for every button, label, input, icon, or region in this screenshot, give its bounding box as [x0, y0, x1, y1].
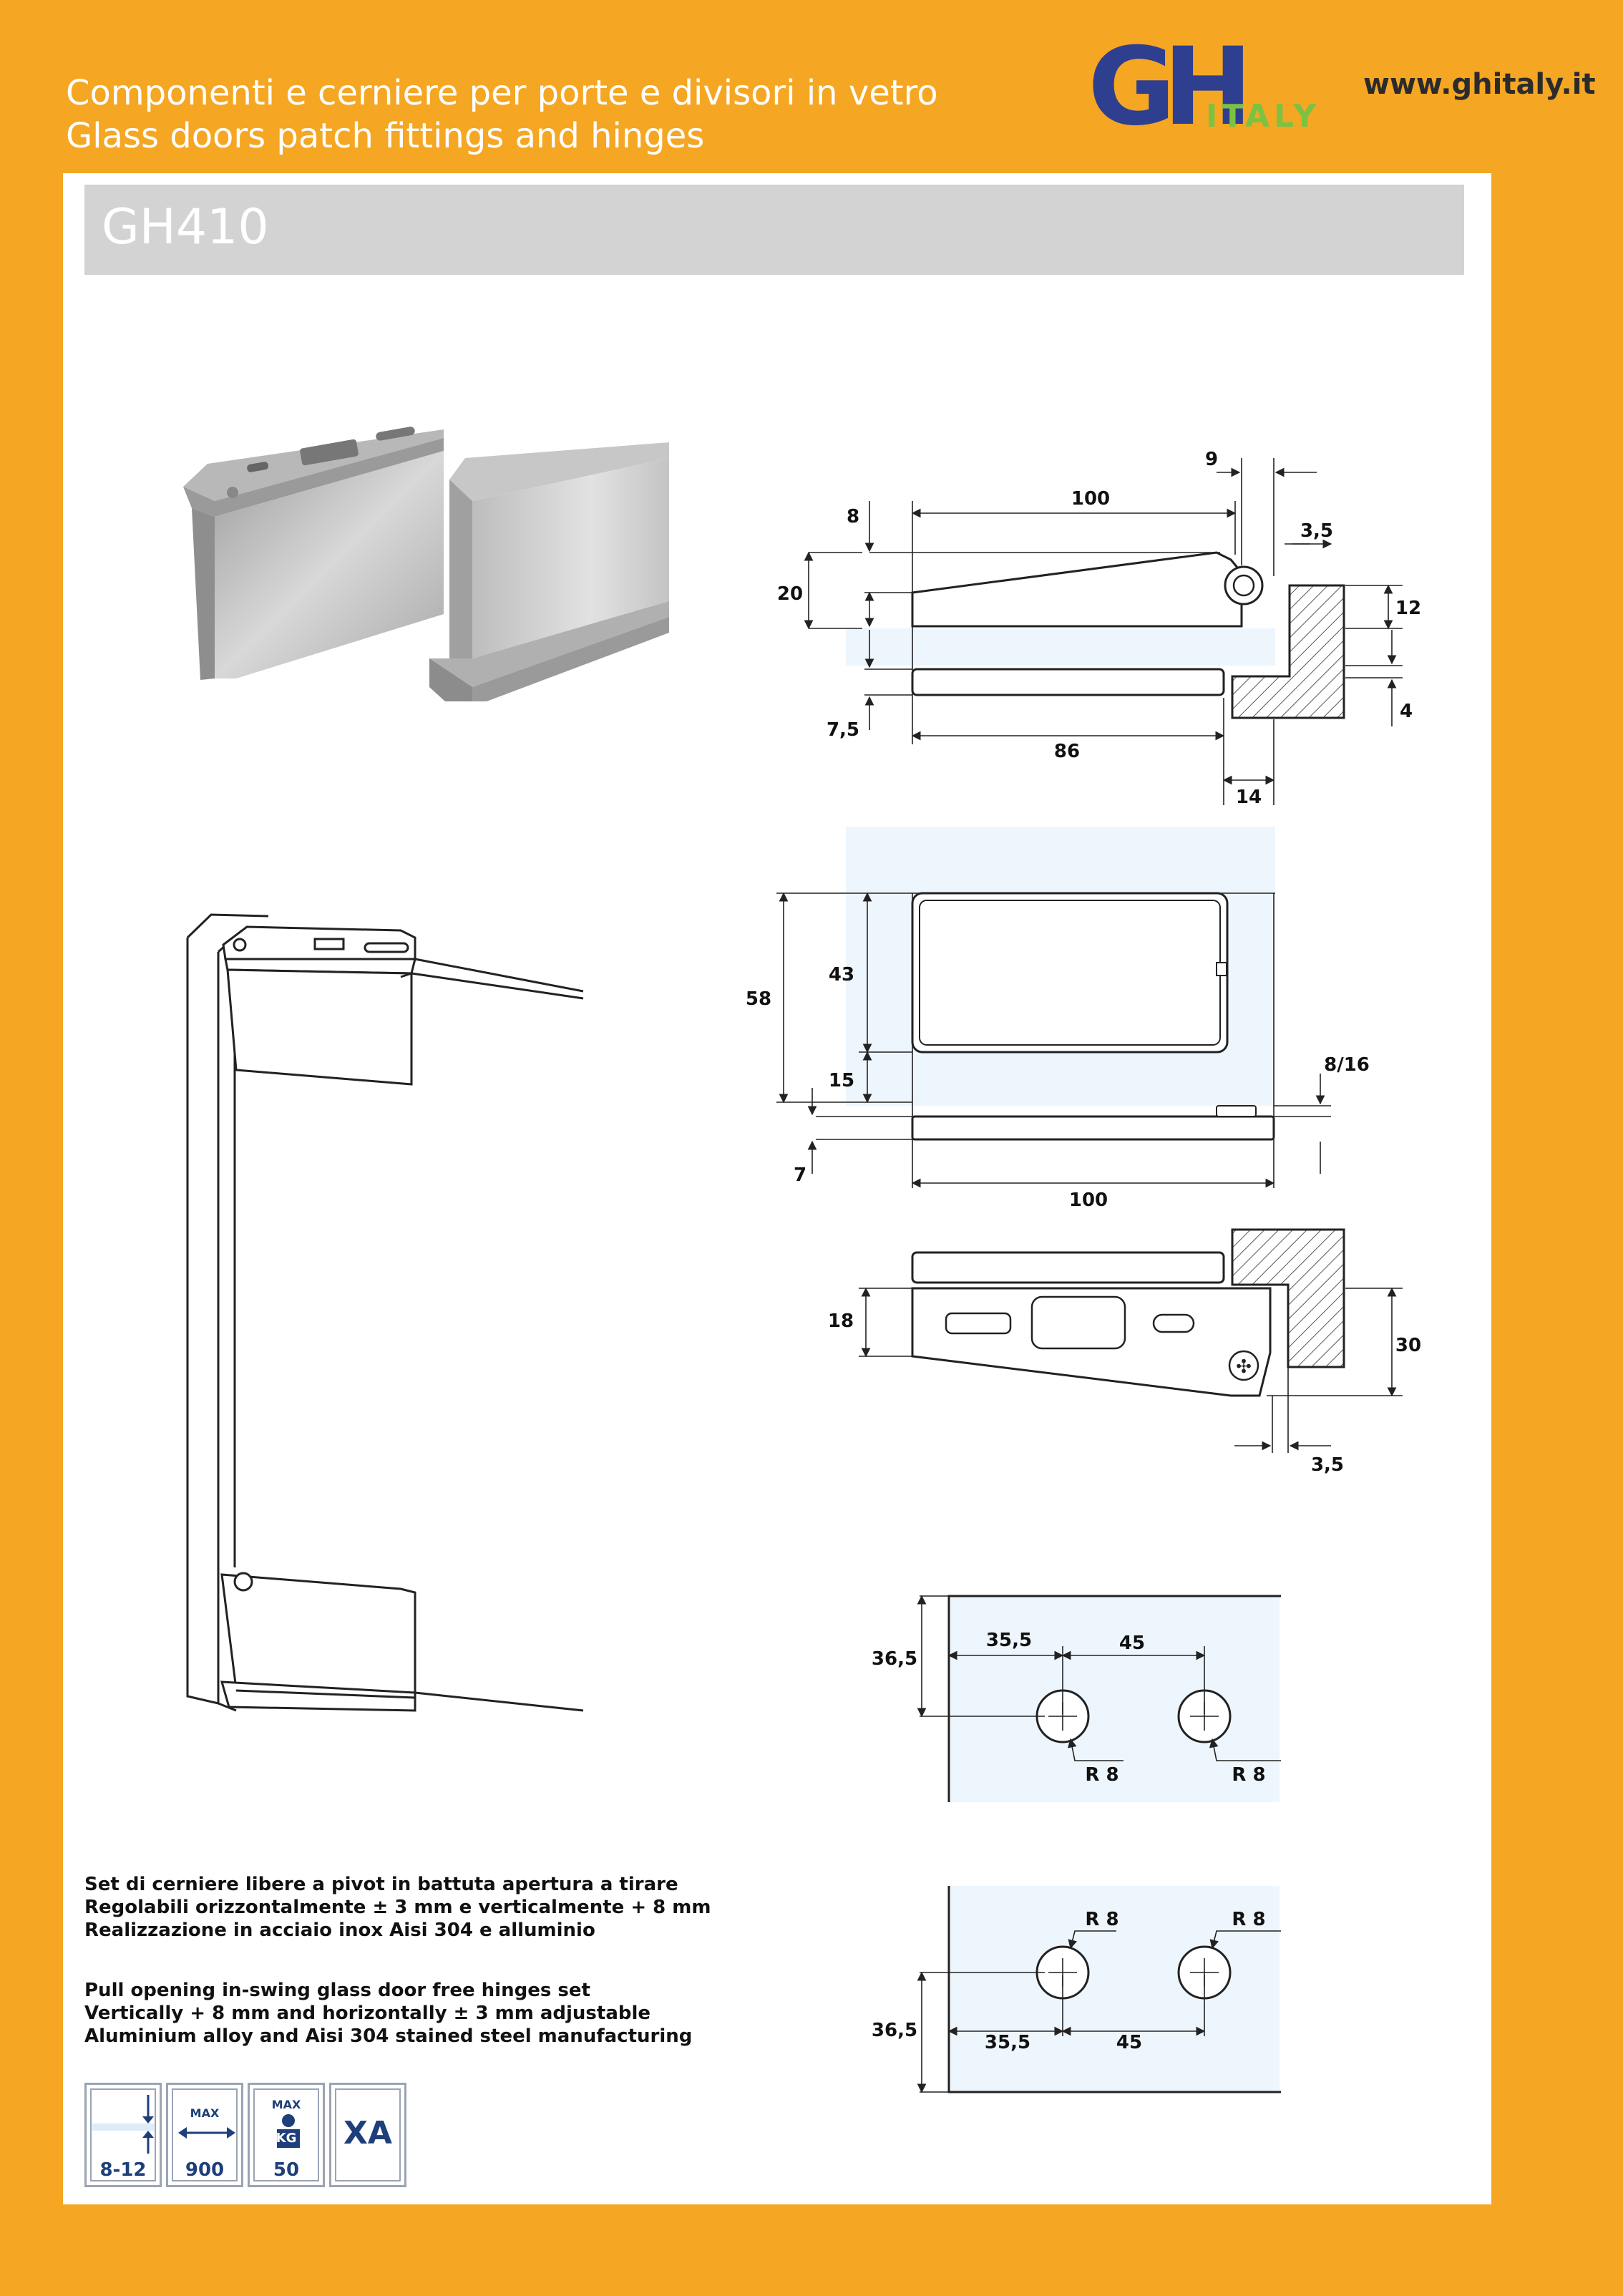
dim-d1-86: 86	[1054, 741, 1080, 762]
dim-d1-8: 8	[847, 506, 859, 527]
spec-finish: XA	[329, 2083, 406, 2187]
dim-h2-45: 45	[1116, 2032, 1142, 2053]
spec-glass-thickness: 8-12	[84, 2083, 162, 2187]
dim-d1-4: 4	[1400, 701, 1413, 722]
description-line: Regolabili orizzontalmente ± 3 mm e vert…	[84, 1897, 711, 1918]
max-width-icon	[178, 2127, 235, 2139]
dim-d1-7-5: 7,5	[827, 719, 859, 741]
spec-max-weight: MAX KG 50	[248, 2083, 325, 2187]
spec-max-weight-max: MAX	[271, 2098, 301, 2111]
dim-d3-18: 18	[828, 1310, 854, 1332]
spec-max-weight-value: 50	[273, 2159, 300, 2181]
description-italian: Set di cerniere libere a pivot in battut…	[84, 1873, 711, 1942]
spec-glass-thickness-value: 8-12	[99, 2159, 147, 2181]
dim-d1-14: 14	[1236, 787, 1262, 808]
dim-h1-45: 45	[1119, 1633, 1145, 1654]
product-code: GH410	[102, 199, 269, 256]
dim-d1-9: 9	[1205, 449, 1218, 470]
description-line: Set di cerniere libere a pivot in battut…	[84, 1874, 678, 1895]
dim-h2-36-5: 36,5	[872, 2020, 917, 2041]
dim-d1-12: 12	[1395, 598, 1421, 619]
spec-max-width-value: 900	[185, 2159, 225, 2181]
description-line: Realizzazione in acciaio inox Aisi 304 e…	[84, 1920, 595, 1941]
spec-max-width-max: MAX	[190, 2106, 220, 2120]
dim-h2-35-5: 35,5	[985, 2032, 1030, 2053]
logo-sub-text: ITALY	[1206, 98, 1320, 132]
dim-h1-r8-a: R 8	[1085, 1764, 1118, 1786]
section-drawing-top: 100 9 8 3,5 20 12 4 7,5 86 14	[777, 449, 1421, 808]
dim-d1-20: 20	[777, 583, 803, 605]
glass-thickness-icon	[92, 2095, 154, 2154]
description-line: Pull opening in-swing glass door free hi…	[84, 1980, 590, 2001]
dim-d3-3-5: 3,5	[1311, 1454, 1344, 1476]
dim-d2-8-16: 8/16	[1324, 1054, 1370, 1076]
dim-d3-30: 30	[1395, 1335, 1421, 1356]
dim-d2-58: 58	[746, 988, 771, 1010]
product-photo	[183, 427, 669, 701]
dim-d1-100: 100	[1071, 488, 1110, 510]
description-line: Aluminium alloy and Aisi 304 stained ste…	[84, 2025, 693, 2047]
spec-max-weight-unit: KG	[276, 2131, 297, 2146]
top-view-drawing: ✣ 18 30 3,5	[828, 1228, 1421, 1476]
description-line: Vertically + 8 mm and horizontally ± 3 m…	[84, 2003, 651, 2024]
dim-d1-3-5: 3,5	[1300, 520, 1333, 542]
hole-pattern-bottom: 36,5 35,5 45 R 8 R 8	[872, 1886, 1281, 2093]
max-weight-icon	[277, 2114, 300, 2148]
website-link[interactable]: www.ghitaly.it	[1363, 68, 1596, 101]
dim-d2-100: 100	[1069, 1190, 1108, 1211]
dim-h2-r8-a: R 8	[1085, 1909, 1118, 1930]
header-title-en: Glass doors patch fittings and hinges	[66, 116, 705, 156]
dim-h1-36-5: 36,5	[872, 1648, 917, 1670]
hole-pattern-top: 36,5 35,5 45 R 8 R 8	[872, 1595, 1281, 1802]
spec-max-width: MAX 900	[166, 2083, 243, 2187]
gh-italy-logo: GH ITALY	[1088, 39, 1320, 132]
dim-h1-35-5: 35,5	[986, 1630, 1032, 1651]
product-title-bar: GH410	[84, 185, 1464, 275]
dim-h2-r8-b: R 8	[1232, 1909, 1265, 1930]
description-english: Pull opening in-swing glass door free hi…	[84, 1979, 692, 2048]
dim-d2-15: 15	[829, 1070, 854, 1091]
header-title-it: Componenti e cerniere per porte e diviso…	[66, 73, 938, 113]
svg-text:✣: ✣	[1236, 1356, 1252, 1378]
dim-d2-43: 43	[829, 964, 854, 986]
logo-main-text: GH	[1088, 39, 1243, 132]
dim-h1-r8-b: R 8	[1232, 1764, 1265, 1786]
finish-code-icon: XA	[343, 2115, 392, 2151]
dim-d2-7: 7	[794, 1164, 806, 1186]
front-view-drawing: 58 43 15 8/16 7 100	[746, 827, 1370, 1211]
door-frame-illustration	[186, 913, 584, 1712]
